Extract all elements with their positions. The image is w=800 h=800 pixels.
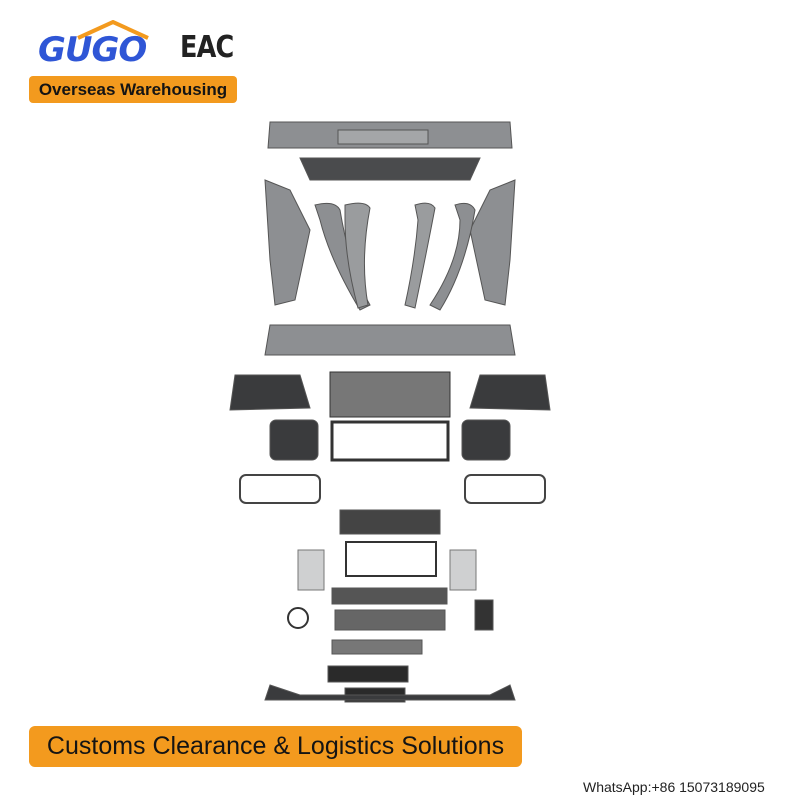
right-headlight-bezel <box>461 419 511 461</box>
left-grille-insert <box>229 374 311 411</box>
eac-certification-mark: EAC <box>180 30 234 65</box>
front-lip <box>264 684 516 701</box>
right-inner-panel <box>469 179 516 306</box>
grille-surround <box>330 420 450 462</box>
left-inner-panel <box>264 179 311 306</box>
logo-text: GUGO <box>38 30 147 70</box>
lower-grille <box>339 509 441 535</box>
right-grille-insert <box>469 374 551 411</box>
house-roof-icon <box>77 20 149 40</box>
front-grille <box>329 371 451 418</box>
front-bumper-frame <box>264 324 516 356</box>
customs-logistics-badge: Customs Clearance & Logistics Solutions <box>29 726 522 767</box>
left-headlight-bezel <box>269 419 319 461</box>
star-emblem <box>287 607 309 629</box>
brand-logo: GUGO <box>38 20 149 70</box>
fender-flare-4 <box>429 202 476 311</box>
fender-flare-2 <box>344 202 371 309</box>
overseas-warehousing-badge: Overseas Warehousing <box>29 76 237 103</box>
rear-diffuser <box>299 157 481 181</box>
body-kit-parts-illustration <box>229 121 551 703</box>
fender-flare-3 <box>404 202 436 309</box>
whatsapp-contact: WhatsApp:+86 15073189095 <box>583 779 765 795</box>
